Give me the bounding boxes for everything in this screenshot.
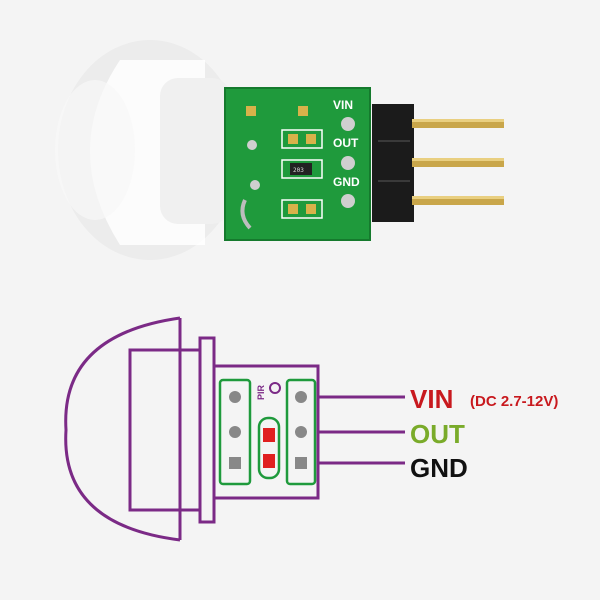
solder-bridge-outline <box>257 416 281 480</box>
lens-body-outline <box>128 348 202 512</box>
pin-label-vin: VIN <box>410 384 453 414</box>
module-photo: 203 VIN OUT GND <box>55 40 504 260</box>
pcb-label-gnd: GND <box>333 175 360 189</box>
fresnel-lens <box>55 40 242 260</box>
pin-label-out: OUT <box>410 419 465 449</box>
pad-group-right <box>285 378 317 486</box>
chip-marking: 203 <box>293 167 304 174</box>
solder-bridge-pad-top <box>263 428 275 442</box>
pir-label: PIR <box>256 384 266 400</box>
mount-hole <box>269 382 281 394</box>
solder-bridge-pad-bottom <box>263 454 275 468</box>
mounting-ring-outline <box>198 336 216 524</box>
header-pins <box>372 104 504 222</box>
pin-label-gnd: GND <box>410 453 468 483</box>
pcb-board: 203 VIN OUT GND <box>224 87 371 241</box>
pinout-diagram: PIR VIN (DC 2.7-12V) OUT GND <box>64 316 558 542</box>
pad-group-left <box>218 378 252 486</box>
lens-outline <box>64 316 181 542</box>
pin-note-vin: (DC 2.7-12V) <box>470 393 558 410</box>
pcb-label-vin: VIN <box>333 98 353 112</box>
pcb-label-out: OUT <box>333 136 359 150</box>
